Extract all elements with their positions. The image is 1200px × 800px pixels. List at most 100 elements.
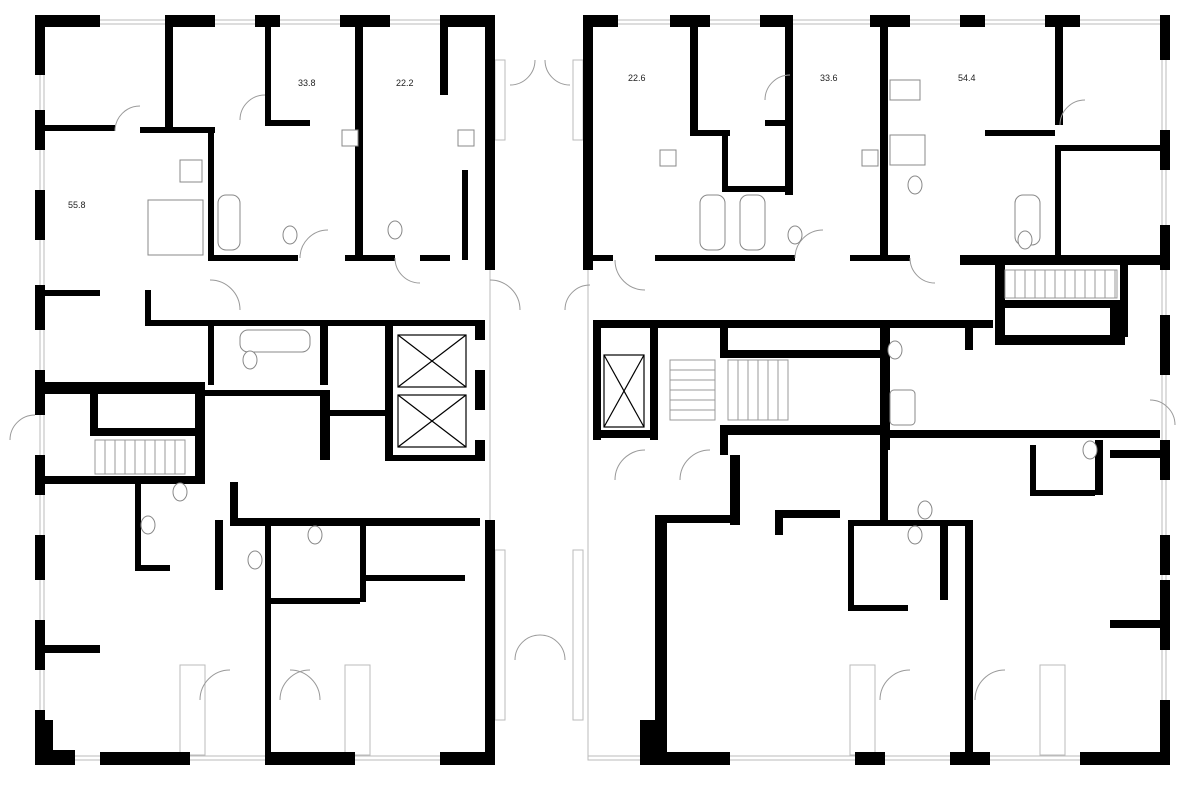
toilet-icon [917,500,933,520]
door-swing [509,59,536,86]
wall [965,325,973,350]
walls [35,15,1170,765]
wall [345,255,395,261]
wall [35,285,45,330]
apartment-area-label: 33.6 [820,73,838,83]
elevator-cross [603,354,645,428]
wall [870,15,910,27]
elevators [397,334,645,448]
wall [205,390,325,396]
wall [90,428,200,436]
apartment-area-label: 22.2 [396,78,414,88]
wall [355,15,363,260]
door-swing [299,229,329,259]
wall [45,125,115,131]
wall [1160,130,1170,170]
window [572,549,584,721]
doors [9,59,1176,701]
wall [848,605,908,611]
door-swing [279,669,311,701]
wall [855,752,885,765]
wall [45,290,100,296]
door-swing [9,414,36,441]
wall [720,425,728,455]
window [1039,664,1066,756]
wall [1030,490,1095,496]
door-swing [114,105,141,132]
wall [720,350,880,358]
wall [593,320,993,328]
wall [950,752,990,765]
wall [880,450,888,525]
wall [145,290,151,325]
door-swing [1149,399,1176,426]
door-swing [614,259,646,291]
wall [365,575,465,581]
wall [985,130,1055,136]
wall [1160,580,1170,650]
elevator-shaft [397,334,467,388]
toilet-icon [907,525,923,545]
stair-treads [1014,270,1116,298]
wall [35,750,75,765]
wall [650,325,658,440]
wall [690,130,730,136]
staircase [94,439,186,475]
wall [850,520,970,526]
wall [195,382,205,482]
wall [270,598,360,604]
wall [880,320,890,450]
apartment-area-label: 33.8 [298,78,316,88]
wall [320,320,328,385]
door-swing [514,634,541,661]
wall [583,15,593,270]
wall [90,394,98,434]
wall [35,15,45,75]
wall [1160,15,1170,60]
bath-fixture [889,79,921,101]
wall [475,320,485,340]
wall [1110,450,1160,458]
wall [775,510,783,535]
wall [35,110,45,150]
wall [35,370,45,415]
wall [1080,752,1170,765]
wall [420,255,450,261]
bath-fixture [147,199,204,256]
toilet-icon [1017,230,1033,250]
bath-fixture [699,194,726,251]
wall [722,130,728,190]
door-swing [209,279,241,311]
wall [593,320,601,440]
wall [593,430,653,438]
door-swing [289,669,321,701]
toilet-icon [387,220,403,240]
bath-fixture [179,159,203,183]
apartment-area-label: 22.6 [628,73,646,83]
wall [45,720,53,750]
door-swing [539,634,566,661]
wall [655,255,795,261]
wall [995,300,1125,308]
apartment-area-label: 55.8 [68,200,86,210]
wall [880,15,888,260]
wall [655,515,735,523]
wall [475,440,485,460]
bath-fixture [659,149,677,167]
wall [265,752,355,765]
wall [208,320,214,385]
wall [208,127,214,257]
wall [100,752,190,765]
wall [785,15,793,195]
toilet-icon [140,515,156,535]
wall [440,752,495,765]
wall [960,15,985,27]
bath-fixture [861,149,879,167]
wall [1055,15,1063,125]
wall [45,382,195,394]
wall [765,120,790,126]
wall [885,430,1160,438]
wall [850,255,910,261]
wall [35,15,100,27]
elevator-shaft [603,354,645,428]
